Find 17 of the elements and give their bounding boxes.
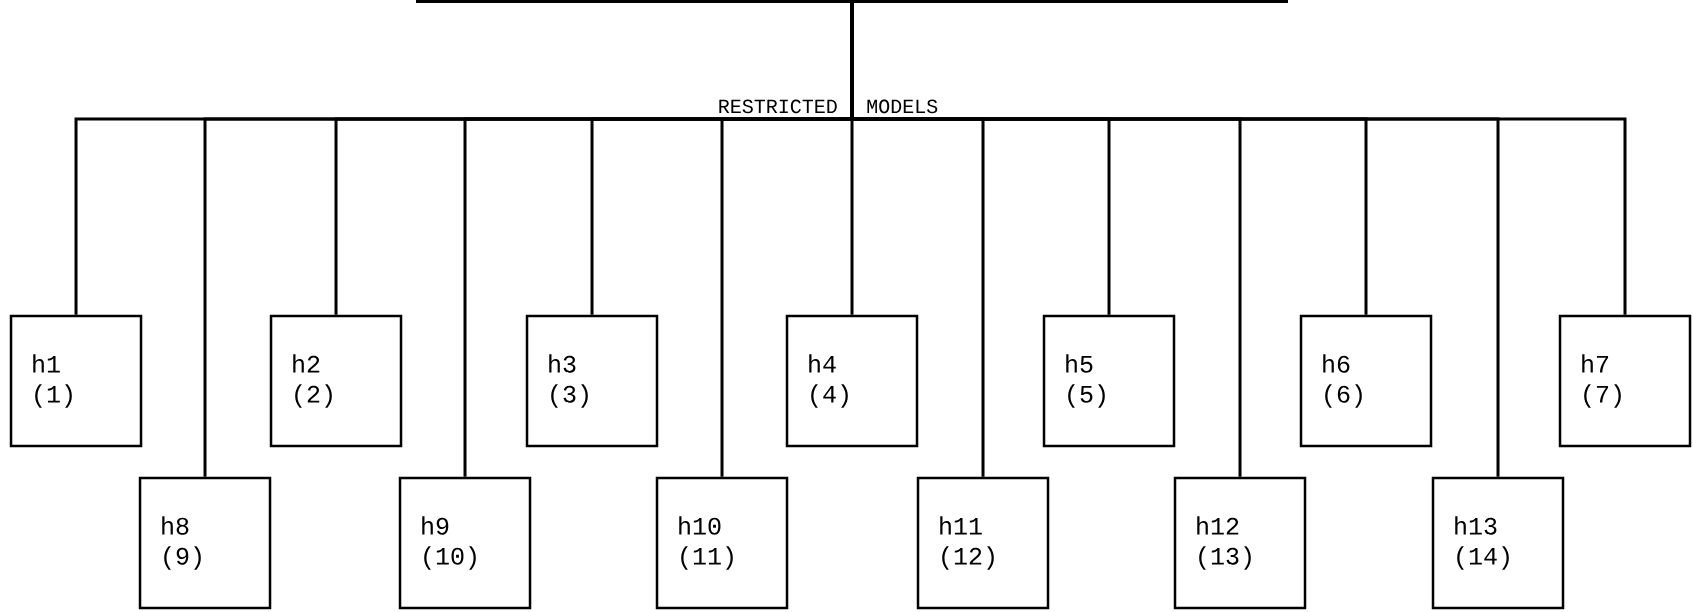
hypothesis-box: h12 (13) (1173, 476, 1307, 610)
hypothesis-box: h9 (10) (398, 476, 532, 610)
hypothesis-box: h11 (12) (916, 476, 1050, 610)
group-label: MODELS (867, 99, 938, 114)
hypothesis-box: h10 (11) (655, 476, 789, 610)
group-label: RESTRICTED (719, 99, 837, 114)
hypothesis-box: h2 (2) (269, 314, 403, 448)
hypothesis-box: h4 (4) (785, 314, 919, 448)
hypothesis-box: h5 (5) (1042, 314, 1176, 448)
hypothesis-box: h13 (14) (1431, 476, 1565, 610)
hypothesis-box: h8 (9) (138, 476, 272, 610)
hypothesis-box: h6 (6) (1299, 314, 1433, 448)
hypothesis-box: h1 (1) (9, 314, 143, 448)
top-bar (416, 0, 1288, 3)
hypothesis-box: h3 (3) (525, 314, 659, 448)
hypothesis-box: h7 (7) (1558, 314, 1692, 448)
connector-line (850, 3, 1500, 477)
